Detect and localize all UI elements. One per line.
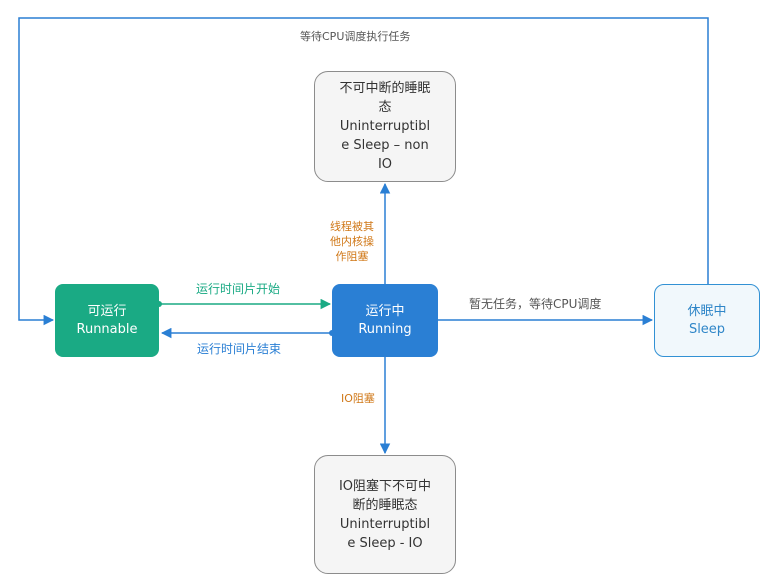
edge-label-running-to-sleep: 暂无任务，等待CPU调度 (469, 297, 602, 311)
node-runnable: 可运行 Runnable (55, 284, 159, 357)
node-io-line-3: Uninterruptibl (339, 516, 431, 532)
node-io-line-1: IO阻塞下不可中 (338, 478, 432, 494)
node-runnable-label-cn: 可运行 (87, 303, 127, 319)
node-non-io-line-5: IO (377, 157, 393, 172)
node-running-label-en: Running (358, 321, 412, 337)
node-sleep-label-cn: 休眠中 (687, 303, 727, 319)
edge-sleep-to-runnable (18, 17, 709, 326)
edge-label-running-to-io: IO阻塞 (341, 392, 375, 405)
edge-label-running-to-non-io: 线程被其 他内核操 作阻塞 (324, 219, 380, 264)
node-uninterruptible-io: IO阻塞下不可中 断的睡眠态 Uninterruptibl e Sleep - … (314, 455, 456, 574)
edge-label-non-io-line-1: 线程被其 (330, 220, 374, 233)
edge-label-runnable-to-running: 运行时间片开始 (196, 282, 281, 296)
node-io-line-4: e Sleep - IO (347, 535, 423, 551)
node-sleep: 休眠中 Sleep (654, 284, 760, 357)
node-uninterruptible-non-io: 不可中断的睡眠 态 Uninterruptibl e Sleep – non I… (314, 71, 456, 182)
node-running: 运行中 Running (332, 284, 438, 357)
edge-label-non-io-line-2: 他内核操 (330, 235, 374, 248)
node-io-line-2: 断的睡眠态 (352, 497, 418, 513)
node-runnable-label-en: Runnable (76, 321, 138, 337)
edge-label-running-to-runnable: 运行时间片结束 (197, 342, 282, 356)
node-running-label-cn: 运行中 (365, 303, 405, 319)
edge-label-sleep-to-runnable: 等待CPU调度执行任务 (300, 30, 411, 43)
node-non-io-line-3: Uninterruptibl (339, 119, 431, 134)
edge-label-non-io-line-3: 作阻塞 (335, 250, 369, 263)
node-non-io-line-2: 态 (378, 100, 392, 115)
node-non-io-line-1: 不可中断的睡眠 (339, 81, 431, 96)
node-non-io-line-4: e Sleep – non (341, 138, 429, 153)
node-sleep-label-en: Sleep (688, 321, 726, 337)
